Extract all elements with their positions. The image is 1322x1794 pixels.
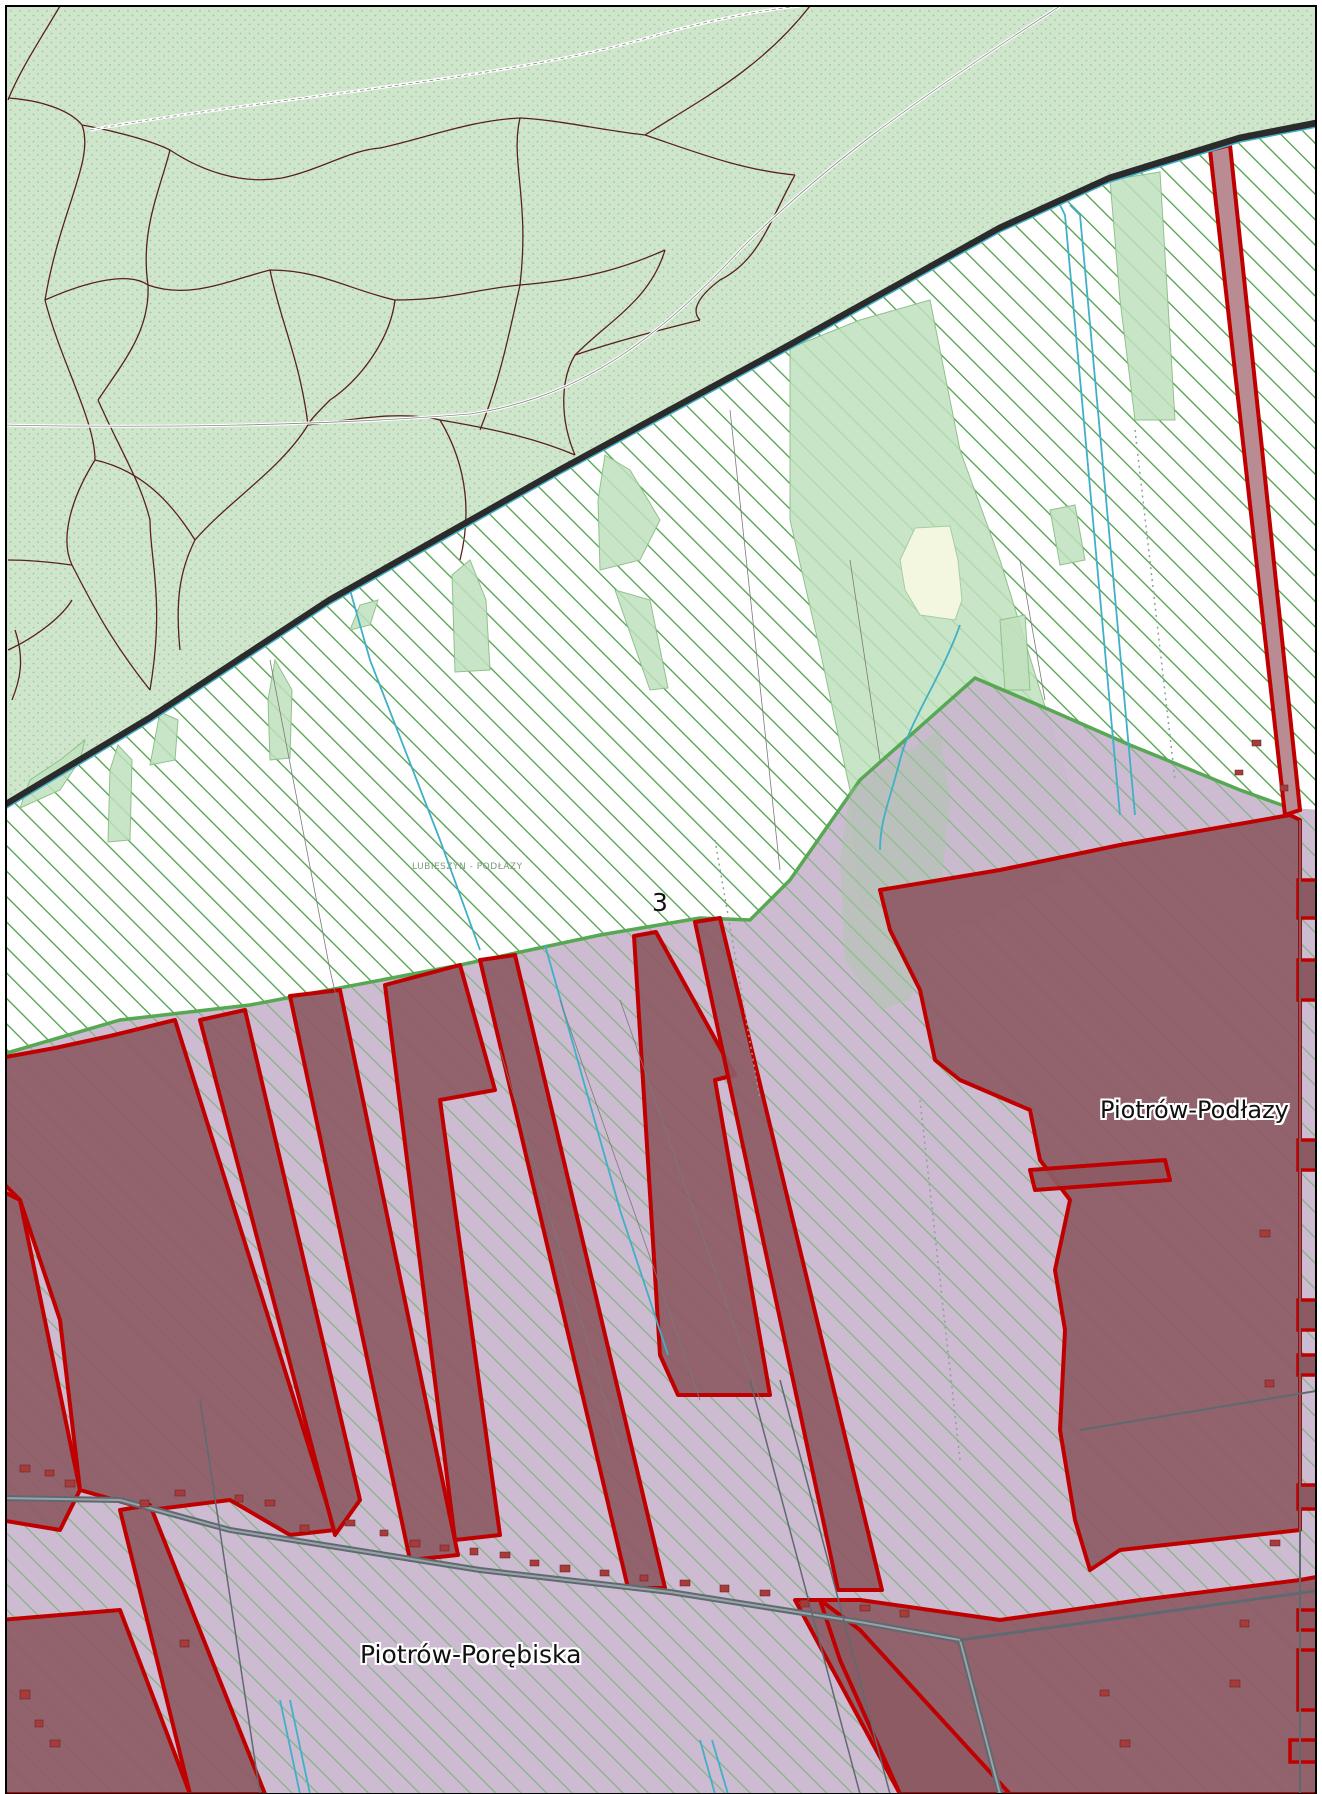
zone-boundary xyxy=(6,675,1291,1056)
village-label-porebiska: Piotrów-Porębiska xyxy=(360,1640,582,1669)
road-name-label: LUBIESZYN - PODŁAZY xyxy=(412,862,523,872)
village-label-podlazy: Piotrów-Podłazy xyxy=(1100,1096,1289,1124)
east-parcels xyxy=(1288,878,1316,1764)
map-frame xyxy=(5,5,1317,1794)
railway-line xyxy=(6,119,1316,809)
zone-number-label: 3 xyxy=(652,888,668,917)
forest-area[interactable] xyxy=(0,0,1322,810)
clearing xyxy=(899,525,963,621)
survey-lines xyxy=(714,429,1176,1461)
roads xyxy=(6,820,1316,1794)
field-boundaries xyxy=(269,409,1046,1451)
forest-paths xyxy=(7,6,811,701)
watercourses xyxy=(279,204,1136,1794)
buildings xyxy=(19,739,1289,1748)
